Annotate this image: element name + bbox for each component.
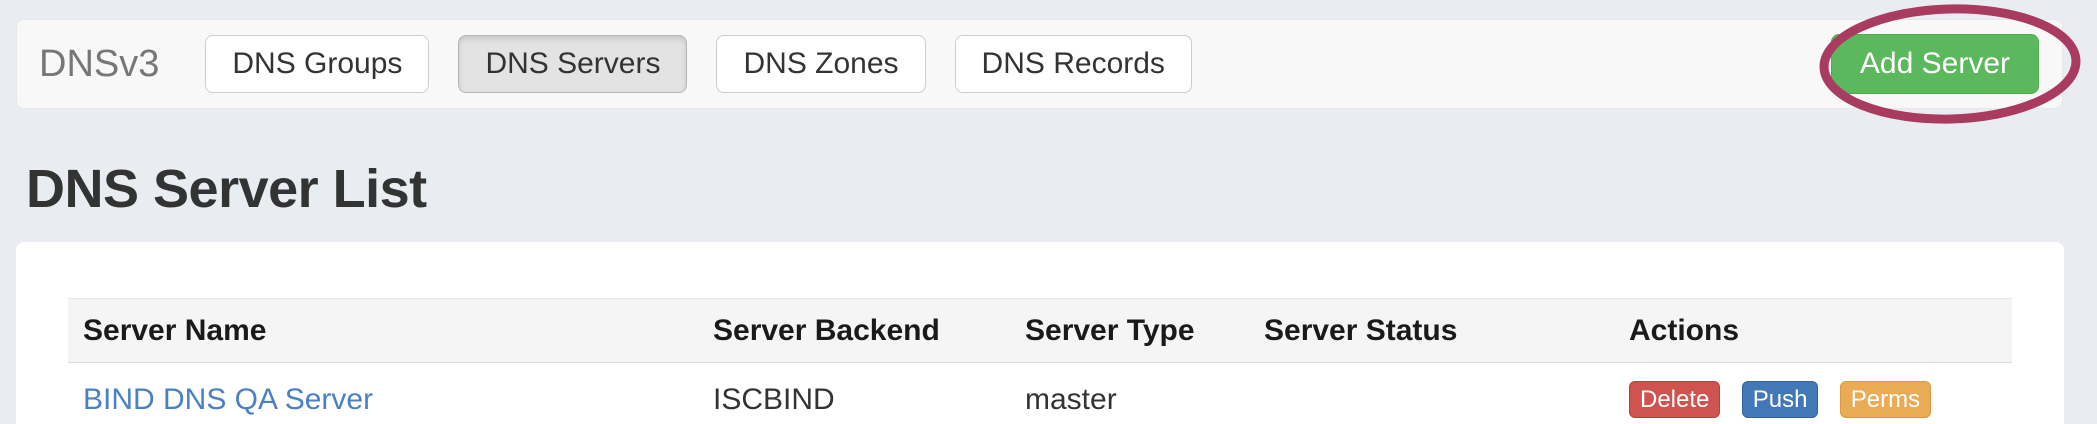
cell-server-type: master bbox=[1025, 382, 1117, 416]
nav-button-dns-zones[interactable]: DNS Zones bbox=[716, 35, 926, 93]
cell-server-status bbox=[1249, 363, 1614, 424]
navbar: DNSv3 DNS Groups DNS Servers DNS Zones D… bbox=[16, 19, 2063, 109]
nav-button-dns-groups[interactable]: DNS Groups bbox=[205, 35, 430, 93]
add-server-button[interactable]: Add Server bbox=[1830, 34, 2039, 94]
column-header-server-status: Server Status bbox=[1249, 298, 1614, 363]
column-header-server-name: Server Name bbox=[68, 298, 698, 363]
column-header-actions: Actions bbox=[1614, 298, 2012, 363]
cell-server-backend: ISCBIND bbox=[713, 382, 835, 416]
nav-button-dns-servers[interactable]: DNS Servers bbox=[458, 35, 688, 93]
table-header-row: Server Name Server Backend Server Type S… bbox=[68, 298, 2012, 363]
cell-server-name: BIND DNS QA Server bbox=[68, 363, 698, 424]
app-brand: DNSv3 bbox=[39, 42, 160, 85]
page-title: DNS Server List bbox=[26, 159, 427, 219]
table-wrapper: Server Name Server Backend Server Type S… bbox=[68, 298, 2012, 424]
server-list-panel: Server Name Server Backend Server Type S… bbox=[16, 242, 2064, 424]
table-row: BIND DNS QA Server ISCBIND master Delete… bbox=[68, 363, 2012, 424]
perms-button[interactable]: Perms bbox=[1839, 381, 1932, 419]
column-header-server-backend: Server Backend bbox=[698, 298, 1010, 363]
nav-button-dns-records[interactable]: DNS Records bbox=[954, 35, 1192, 93]
cell-actions: Delete Push Perms bbox=[1614, 363, 2012, 424]
delete-button[interactable]: Delete bbox=[1629, 381, 1721, 419]
server-name-link[interactable]: BIND DNS QA Server bbox=[83, 382, 374, 416]
push-button[interactable]: Push bbox=[1741, 381, 1819, 419]
column-header-server-type: Server Type bbox=[1010, 298, 1249, 363]
server-table: Server Name Server Backend Server Type S… bbox=[68, 298, 2012, 424]
